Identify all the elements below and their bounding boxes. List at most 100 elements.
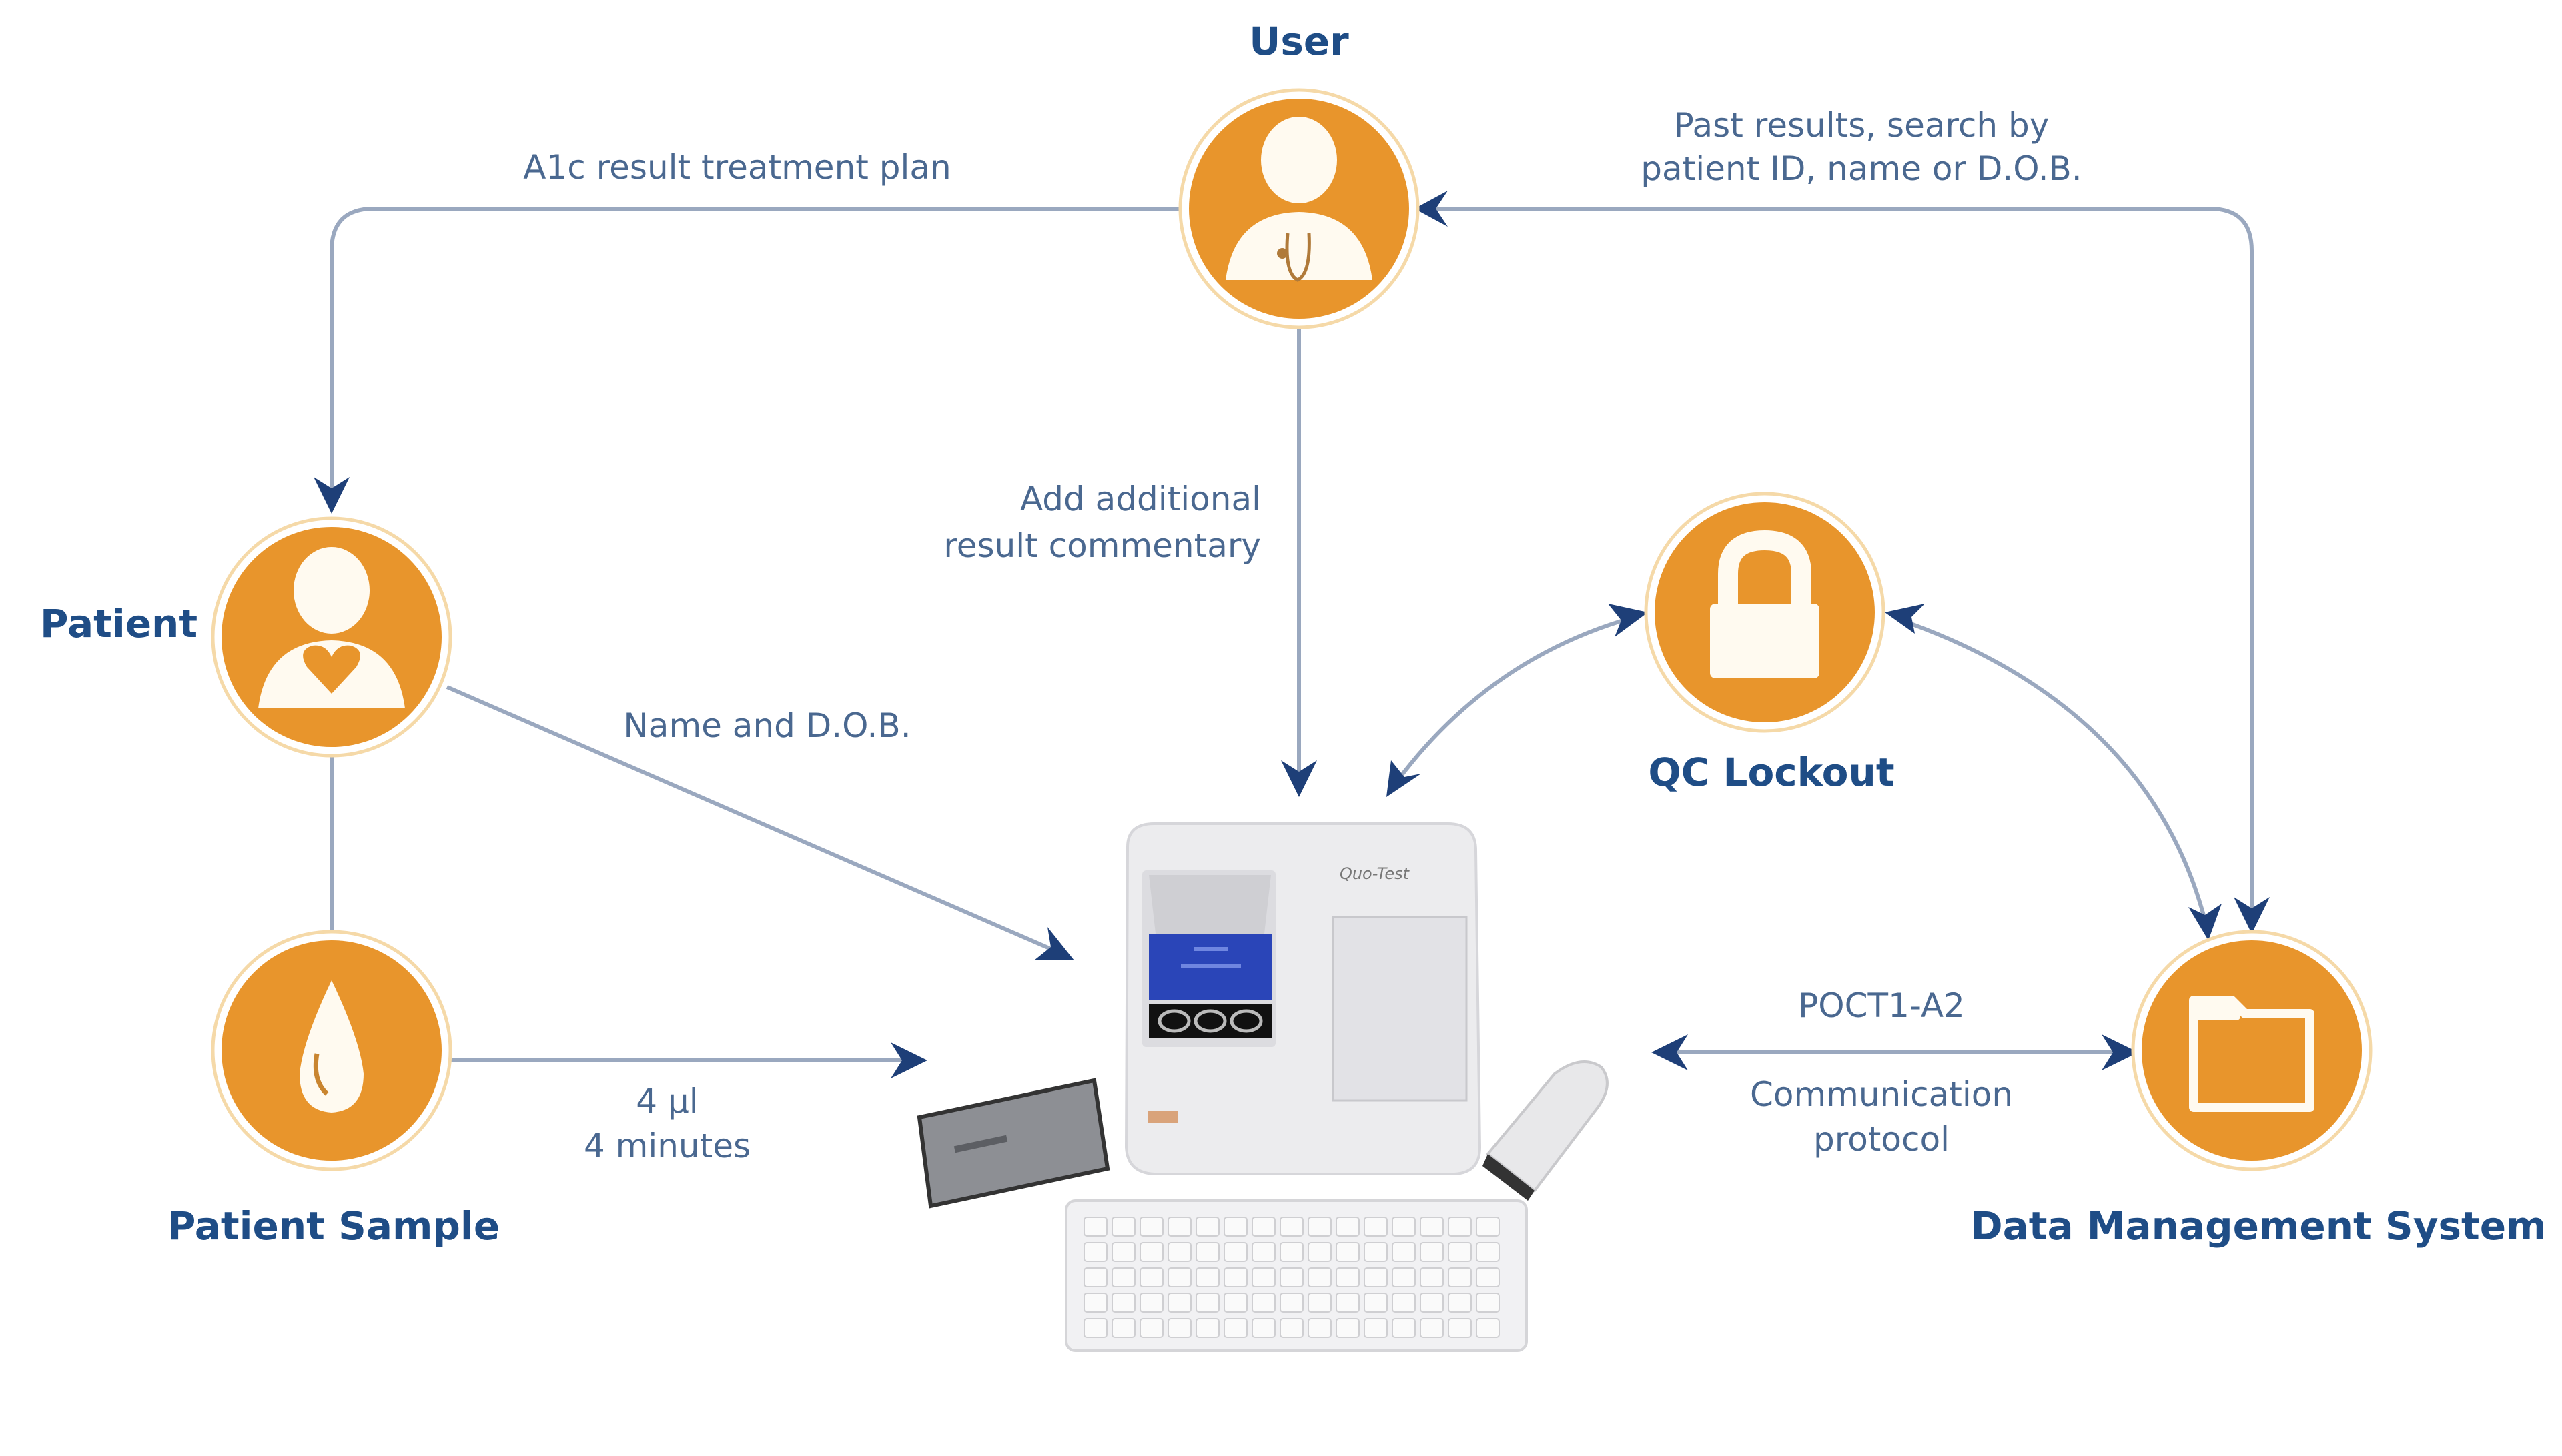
edge-user-to-analyzer xyxy=(1281,327,1317,797)
keyboard-key xyxy=(1364,1293,1388,1313)
keyboard-key xyxy=(1448,1267,1472,1287)
keyboard-key xyxy=(1448,1293,1472,1313)
arrowhead xyxy=(314,477,350,514)
arrowhead xyxy=(1885,604,1925,634)
arrowhead xyxy=(891,1042,927,1078)
keyboard-key xyxy=(1280,1293,1304,1313)
keyboard xyxy=(1065,1199,1528,1352)
keyboard-key xyxy=(1448,1242,1472,1262)
keyboard-key xyxy=(1308,1267,1332,1287)
edge-label-past-results-2: patient ID, name or D.O.B. xyxy=(1641,149,2082,188)
analyzer-brand: Quo-Test xyxy=(1340,864,1410,883)
keyboard-key xyxy=(1224,1267,1248,1287)
keyboard-key xyxy=(1476,1318,1500,1338)
keyboard-key xyxy=(1448,1318,1472,1338)
keyboard-key xyxy=(1252,1293,1276,1313)
keyboard-key xyxy=(1224,1293,1248,1313)
arrowhead xyxy=(2188,904,2222,940)
keyboard-key xyxy=(1196,1217,1220,1237)
keyboard-key xyxy=(1196,1318,1220,1338)
keyboard-key xyxy=(1392,1217,1416,1237)
keyboard-key xyxy=(1336,1293,1360,1313)
keyboard-key xyxy=(1140,1242,1164,1262)
keyboard-key xyxy=(1420,1242,1444,1262)
analyzer-button xyxy=(1230,1009,1263,1033)
keyboard-key xyxy=(1112,1217,1136,1237)
node-title-patient-sample: Patient Sample xyxy=(167,1203,500,1249)
analyzer-button xyxy=(1158,1009,1191,1033)
arrowhead xyxy=(2234,897,2270,934)
keyboard-key xyxy=(1448,1217,1472,1237)
node-data-management-system xyxy=(2131,930,2373,1171)
edge-label-treatment-plan: A1c result treatment plan xyxy=(523,148,951,187)
edge-label-comm-2: protocol xyxy=(1813,1120,1950,1159)
keyboard-key xyxy=(1280,1242,1304,1262)
arrowhead xyxy=(1608,604,1648,637)
padlock-icon xyxy=(1710,530,1819,678)
edge-label-commentary-2: result commentary xyxy=(943,526,1261,565)
keyboard-key xyxy=(1252,1318,1276,1338)
keyboard-key xyxy=(1140,1318,1164,1338)
edge-label-time: 4 minutes xyxy=(584,1127,751,1165)
keyboard-key xyxy=(1252,1242,1276,1262)
keyboard-key xyxy=(1168,1267,1192,1287)
keyboard-key xyxy=(1084,1242,1108,1262)
keyboard-key xyxy=(1084,1293,1108,1313)
analyzer-device: Quo-Test xyxy=(1124,822,1482,1175)
keyboard-key xyxy=(1140,1217,1164,1237)
doctor-stethoscope-icon xyxy=(1226,117,1372,282)
edge-patient-to-analyzer xyxy=(446,685,1074,960)
keyboard-key xyxy=(1224,1318,1248,1338)
keyboard-key xyxy=(1336,1217,1360,1237)
keyboard-key xyxy=(1364,1267,1388,1287)
blood-drop-icon xyxy=(300,980,364,1113)
node-qc-lockout xyxy=(1644,492,1885,733)
keyboard-keys xyxy=(1084,1217,1500,1338)
node-patient-sample xyxy=(211,930,452,1171)
keyboard-key xyxy=(1112,1318,1136,1338)
node-user xyxy=(1178,88,1420,329)
folder-icon xyxy=(2189,996,2314,1112)
node-title-patient: Patient xyxy=(40,601,197,646)
keyboard-key xyxy=(1112,1293,1136,1313)
arrowhead xyxy=(2102,1034,2138,1070)
barcode-scanner xyxy=(1482,1060,1609,1201)
edge-label-poct: POCT1-A2 xyxy=(1798,986,1965,1025)
keyboard-key xyxy=(1308,1293,1332,1313)
keyboard-key xyxy=(1308,1217,1332,1237)
keyboard-key xyxy=(1168,1318,1192,1338)
keyboard-key xyxy=(1196,1293,1220,1313)
keyboard-key xyxy=(1112,1242,1136,1262)
keyboard-key xyxy=(1392,1318,1416,1338)
keyboard-key xyxy=(1364,1217,1388,1237)
keyboard-key xyxy=(1084,1267,1108,1287)
keyboard-key xyxy=(1196,1267,1220,1287)
keyboard-key xyxy=(1364,1318,1388,1338)
keyboard-key xyxy=(1168,1242,1192,1262)
keyboard-key xyxy=(1476,1217,1500,1237)
keyboard-key xyxy=(1280,1217,1304,1237)
edge-dms-to-user xyxy=(1414,191,2270,934)
keyboard-key xyxy=(1308,1242,1332,1262)
keyboard-key xyxy=(1476,1242,1500,1262)
keyboard-key xyxy=(1364,1242,1388,1262)
printer-card-reader xyxy=(917,1078,1110,1209)
keyboard-key xyxy=(1280,1267,1304,1287)
keyboard-key xyxy=(1476,1267,1500,1287)
keyboard-key xyxy=(1336,1242,1360,1262)
arrowhead xyxy=(1386,760,1421,797)
keyboard-key xyxy=(1252,1217,1276,1237)
keyboard-key xyxy=(1392,1267,1416,1287)
keyboard-key xyxy=(1476,1293,1500,1313)
edge-qc-dms xyxy=(1885,604,2222,940)
edge-analyzer-dms xyxy=(1651,1034,2138,1070)
edge-label-past-results-1: Past results, search by xyxy=(1674,106,2050,145)
edge-label-commentary-1: Add additional xyxy=(1020,480,1261,518)
arrowhead xyxy=(1281,760,1317,797)
keyboard-key xyxy=(1084,1318,1108,1338)
keyboard-key xyxy=(1420,1217,1444,1237)
keyboard-key xyxy=(1308,1318,1332,1338)
keyboard-key xyxy=(1336,1267,1360,1287)
keyboard-key xyxy=(1420,1318,1444,1338)
